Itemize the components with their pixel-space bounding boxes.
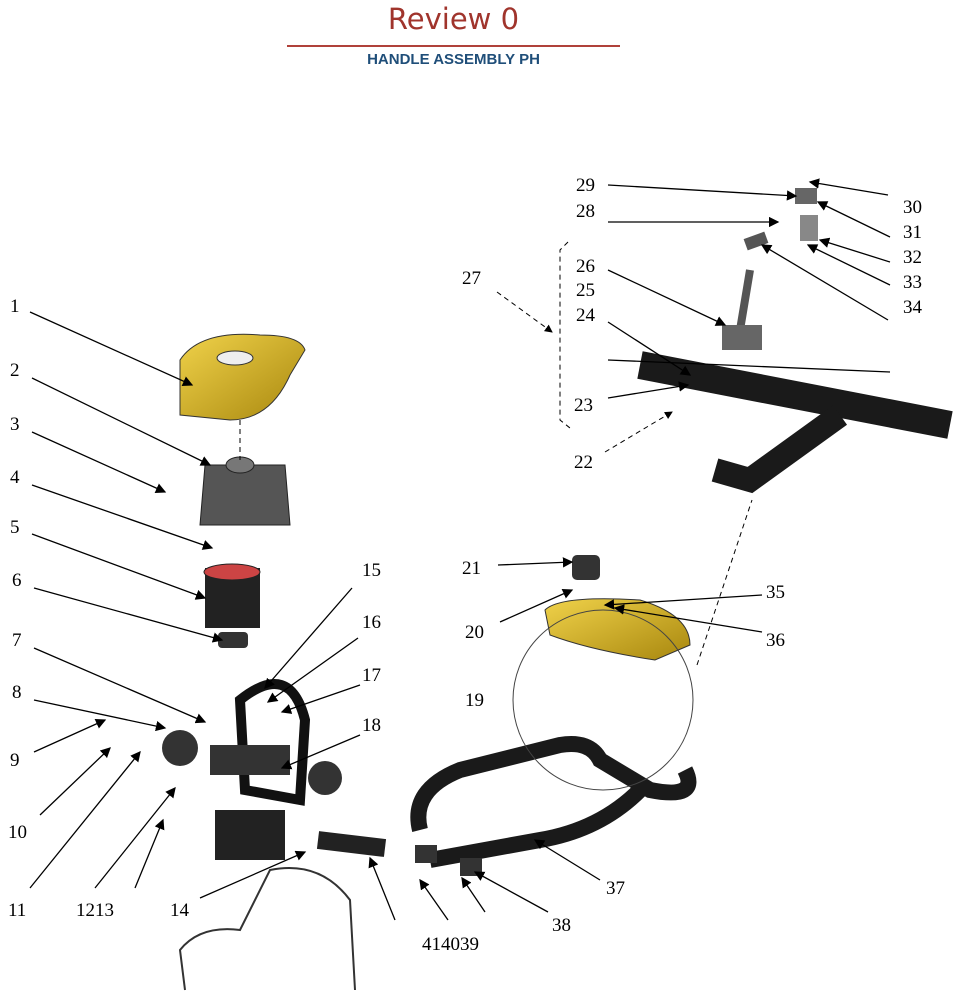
- callout-4: 4: [10, 467, 20, 488]
- callout-17: 17: [362, 665, 381, 686]
- title-divider: [287, 45, 620, 47]
- lower-handle-frame: [410, 609, 697, 876]
- review-title: Review 0: [387, 2, 520, 36]
- callout-25: 25: [576, 280, 595, 301]
- callout-1: 1: [10, 296, 20, 317]
- callout-34: 34: [903, 297, 923, 318]
- filter-element: [203, 563, 261, 648]
- callout-36: 36: [766, 630, 785, 651]
- callout-24: 24: [576, 305, 596, 326]
- callout-labels: 1 2 3 4 5 6 7 8 9 10 11 1213 14 15 16 17…: [8, 175, 923, 955]
- callout-21: 21: [462, 558, 481, 579]
- callout-28: 28: [576, 201, 595, 222]
- callout-3: 3: [10, 414, 20, 435]
- engine-outline: [178, 867, 356, 991]
- callout-35: 35: [766, 582, 785, 603]
- callout-8: 8: [12, 682, 22, 703]
- callout-32: 32: [903, 247, 922, 268]
- callout-16: 16: [362, 612, 381, 633]
- callout-7: 7: [12, 630, 22, 651]
- callout-6: 6: [12, 570, 22, 591]
- upper-handle-bar: [637, 269, 953, 494]
- callout-38: 38: [552, 915, 571, 936]
- callout-10: 10: [8, 822, 27, 843]
- callout-22: 22: [574, 452, 593, 473]
- throttle-parts: [743, 188, 818, 251]
- callout-2: 2: [10, 360, 20, 381]
- callout-37: 37: [606, 878, 625, 899]
- callout-14: 14: [170, 900, 190, 921]
- assembly-title: HANDLE ASSEMBLY PH: [367, 51, 540, 68]
- callout-18: 18: [362, 715, 381, 736]
- callout-15: 15: [362, 560, 381, 581]
- callout-27: 27: [462, 268, 481, 289]
- callout-26: 26: [576, 256, 595, 277]
- callout-31: 31: [903, 222, 922, 243]
- callout-29: 29: [576, 175, 595, 196]
- callout-33: 33: [903, 272, 922, 293]
- air-filter-housing: [199, 456, 291, 526]
- handle-bracket: [162, 679, 387, 860]
- callout-11: 11: [8, 900, 26, 921]
- callout-1213: 1213: [76, 900, 114, 921]
- callout-23: 23: [574, 395, 593, 416]
- callout-414039: 414039: [422, 934, 479, 955]
- leader-lines: [29, 178, 891, 921]
- yellow-console: [544, 555, 691, 661]
- callout-9: 9: [10, 750, 20, 771]
- callout-19: 19: [465, 690, 484, 711]
- callout-5: 5: [10, 517, 20, 538]
- callout-20: 20: [465, 622, 484, 643]
- top-cover: [179, 333, 306, 421]
- callout-30: 30: [903, 197, 922, 218]
